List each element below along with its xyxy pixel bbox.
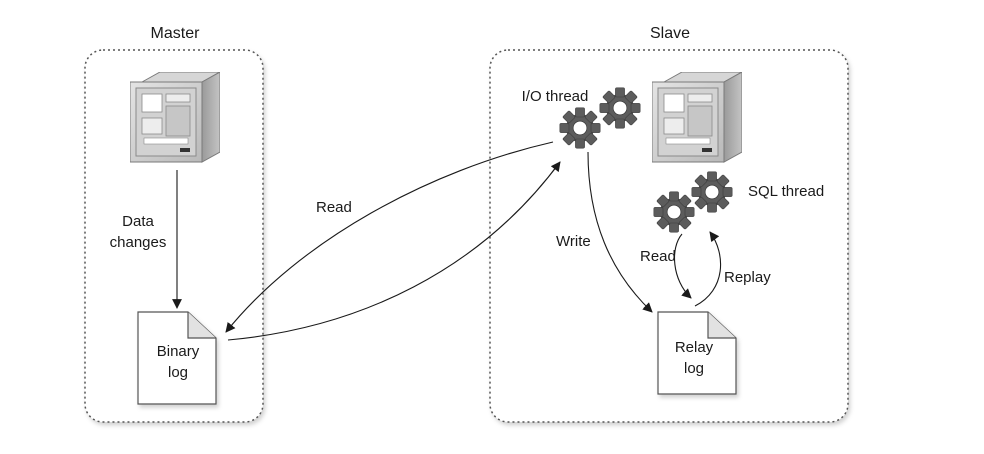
data-changes-label-line1: Data	[122, 213, 154, 230]
slave-panel: Slave I/O thread SQL thread Write Read R…	[489, 25, 849, 423]
replay-label: Replay	[724, 269, 771, 286]
read-response-arrow	[227, 161, 561, 341]
data-changes-label-line2: changes	[110, 234, 167, 251]
slave-read-label: Read	[640, 248, 676, 265]
write-label: Write	[556, 233, 591, 250]
sql-read-arrow	[674, 233, 692, 299]
binary-log-document-icon	[137, 311, 217, 405]
master-title: Master	[151, 25, 201, 42]
relay-log-label-line1: Relay	[675, 339, 714, 356]
read-request-arrow	[225, 141, 554, 333]
binary-log-label-line1: Binary	[157, 343, 200, 360]
slave-server-icon	[652, 72, 742, 163]
binary-log-label-line2: log	[168, 364, 188, 381]
sql-thread-label: SQL thread	[748, 183, 824, 200]
write-arrow	[587, 151, 653, 313]
io-thread-label: I/O thread	[522, 88, 589, 105]
slave-title: Slave	[650, 25, 690, 42]
master-server-icon	[130, 72, 220, 163]
read-arrow-label: Read	[316, 199, 352, 216]
replay-arrow	[694, 231, 722, 307]
master-panel: Master Data changes Binary log	[84, 25, 264, 423]
relay-log-label-line2: log	[684, 360, 704, 377]
relay-log-document-icon	[657, 311, 737, 395]
